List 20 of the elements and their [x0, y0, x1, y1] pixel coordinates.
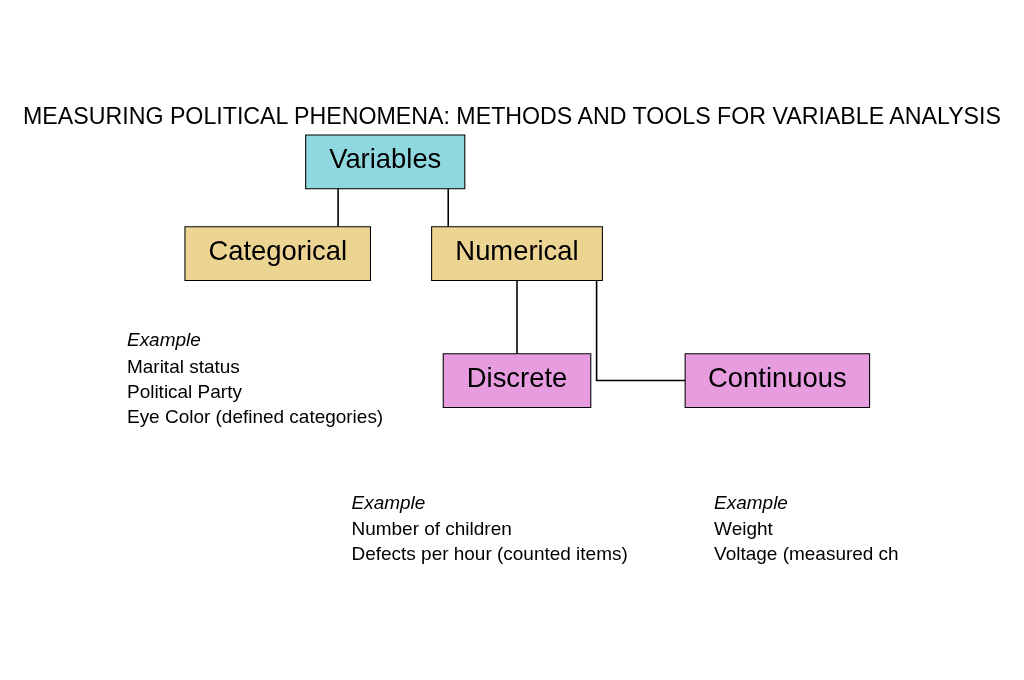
node-label: Eye Color (defined categories) — [126, 405, 384, 427]
node-label: Marital status — [126, 355, 240, 377]
node-box: Variables — [305, 133, 466, 189]
connector — [337, 187, 339, 227]
node-label: Political Party — [126, 380, 242, 402]
node-box: Discrete — [442, 352, 592, 408]
node-label: Example — [351, 491, 426, 513]
node-label: Example — [126, 328, 201, 350]
node-label: Number of children — [351, 517, 512, 539]
node-box: Continuous — [684, 352, 871, 408]
node-box: Categorical — [184, 225, 371, 281]
node-label: Voltage (measured ch — [714, 542, 899, 564]
node-label: Weight — [714, 517, 773, 539]
connector — [447, 187, 450, 227]
connector — [595, 279, 686, 381]
connector — [516, 279, 518, 354]
node-box: Numerical — [431, 225, 603, 281]
diagram-title: MEASURING POLITICAL PHENOMENA: METHODS AND TOOLS FOR VARIABLE ANALYSIS — [23, 102, 1001, 129]
node-label: Example — [714, 491, 788, 513]
node-label: Defects per hour (counted items) — [351, 542, 628, 564]
